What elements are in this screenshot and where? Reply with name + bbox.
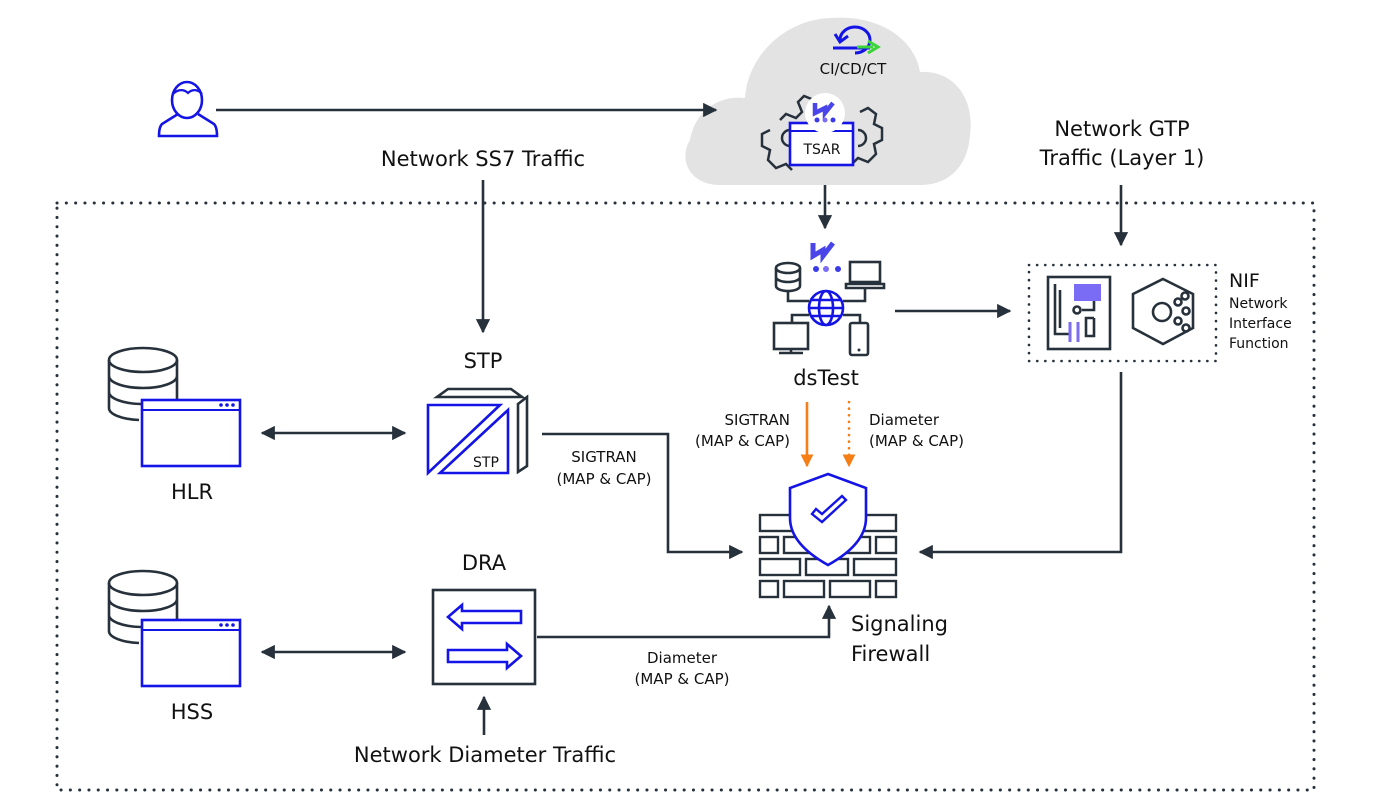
gears-icon [760, 94, 884, 171]
dra-icon[interactable] [431, 588, 537, 686]
hlr-icon[interactable] [107, 346, 242, 468]
gtp-traffic-label-1: Network GTP [1054, 117, 1189, 141]
hss-label: HSS [171, 700, 213, 724]
tsar-window-icon[interactable] [788, 93, 855, 167]
dstest-diameter-label-2: (MAP & CAP) [869, 432, 964, 450]
nif-sub-1: Network [1229, 296, 1288, 312]
dra-fw-edge-label-1: Diameter [647, 649, 718, 667]
hlr-label: HLR [171, 480, 213, 504]
stp-to-firewall-edge [542, 432, 744, 560]
dstest-label: dsTest [793, 366, 859, 390]
stp-fw-edge-label-2: (MAP & CAP) [557, 470, 652, 488]
ss7-traffic-label: Network SS7 Traffic [381, 147, 585, 171]
stp-label: STP [464, 349, 503, 373]
nif-sub-2: Interface [1229, 316, 1292, 332]
cicd-label: CI/CD/CT [820, 60, 888, 78]
firewall-label-2: Firewall [851, 642, 930, 666]
nif-to-firewall-edge [918, 372, 1123, 560]
dra-to-firewall-edge [537, 604, 837, 639]
tsar-label: TSAR [802, 142, 840, 158]
dstest-sigtran-label-2: (MAP & CAP) [695, 432, 790, 450]
hss-icon[interactable] [107, 569, 242, 688]
dstest-sigtran-label-1: SIGTRAN [725, 411, 791, 429]
stp-fw-edge-label-1: SIGTRAN [571, 448, 637, 466]
firewall-label-1: Signaling [851, 612, 948, 636]
nif-sub-3: Function [1229, 336, 1289, 352]
dstest-diameter-label-1: Diameter [869, 411, 940, 429]
dra-fw-edge-label-2: (MAP & CAP) [635, 670, 730, 688]
nif-title: NIF [1229, 270, 1260, 292]
cicd-cycle-icon [833, 25, 881, 55]
nif-icon[interactable] [1027, 263, 1218, 363]
dstest-icon[interactable] [772, 241, 886, 357]
dra-label: DRA [462, 551, 507, 575]
gtp-traffic-label-2: Traffic (Layer 1) [1039, 146, 1205, 170]
firewall-icon[interactable] [758, 472, 898, 599]
system-boundary [55, 201, 1316, 792]
stp-inner-label: STP [473, 455, 499, 471]
user-icon[interactable] [157, 80, 219, 138]
stp-icon[interactable] [426, 387, 529, 477]
diameter-traffic-label: Network Diameter Traffic [354, 743, 616, 767]
